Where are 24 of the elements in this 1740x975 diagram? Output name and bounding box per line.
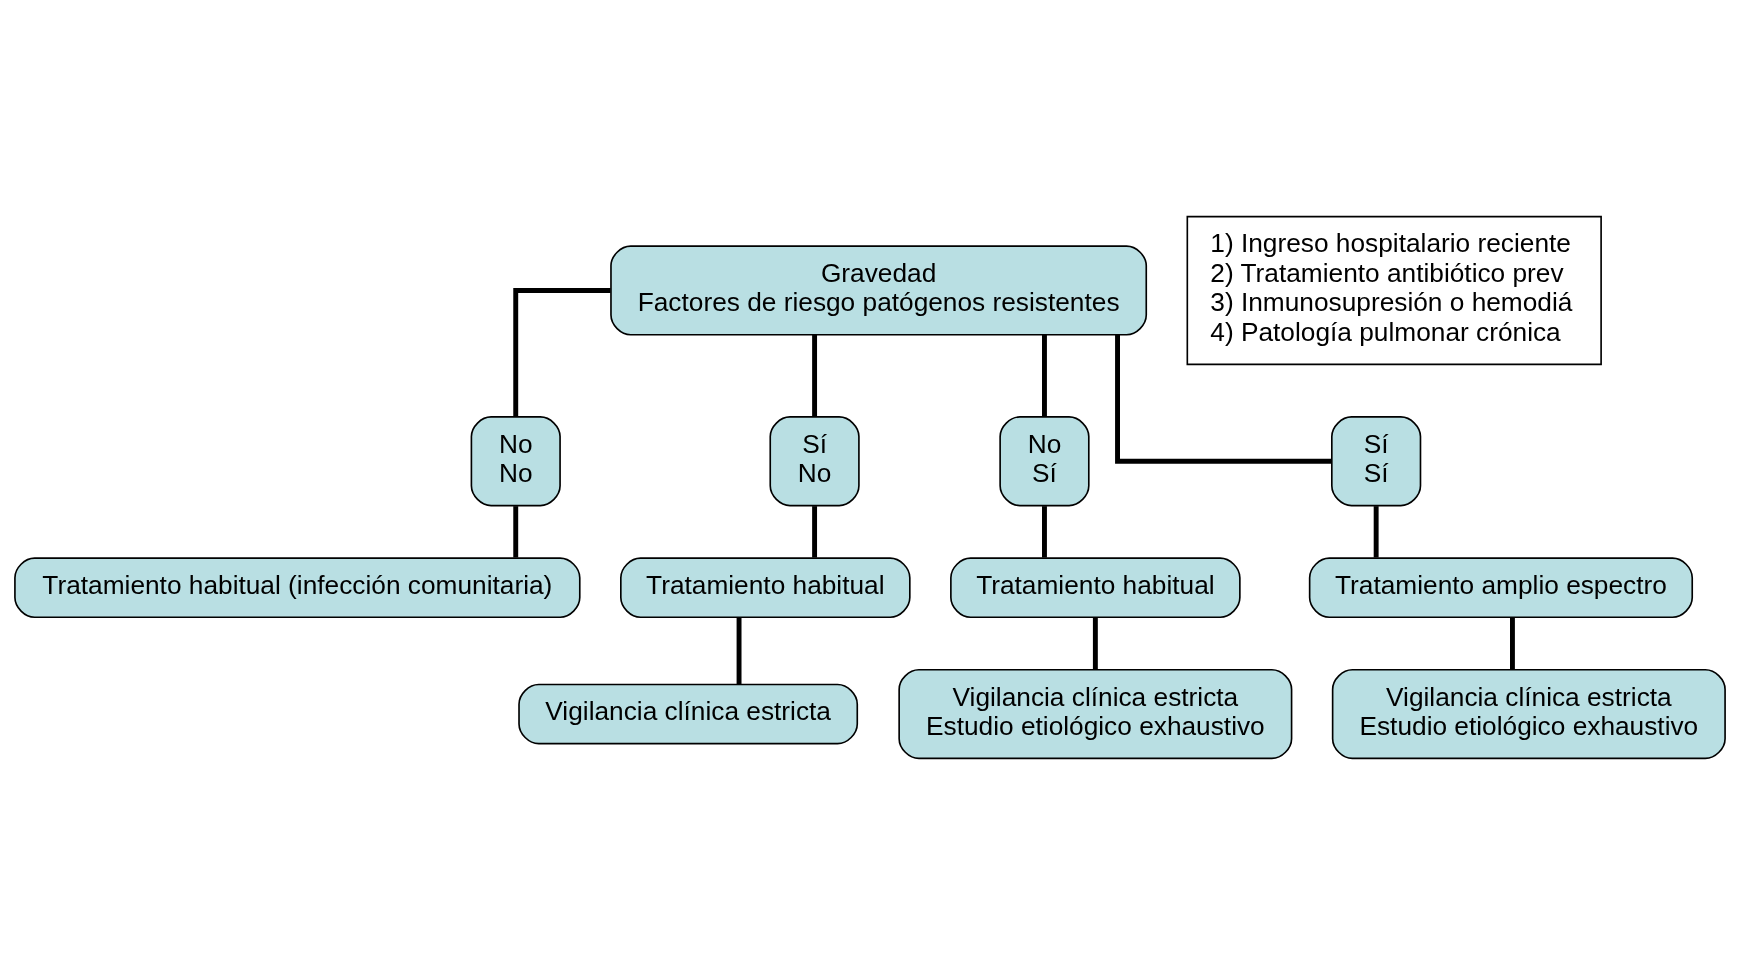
node-box: 1) Ingreso hospitalario reciente 2) Tratamiento antibiótico prev 3) Inmunosupresión o hemodiá 4) Patología pulmonar crónica bbox=[1186, 215, 1602, 366]
node-box: Tratamiento habitual (infección comunitaria) bbox=[14, 557, 581, 619]
node-box: Sí Sí bbox=[1331, 416, 1422, 507]
connector bbox=[513, 288, 611, 417]
connector bbox=[736, 617, 742, 685]
node-box: Tratamiento habitual bbox=[950, 557, 1241, 619]
node-box: Vigilancia clínica estricta Estudio etiológico exhaustivo bbox=[898, 668, 1293, 760]
connector bbox=[1092, 617, 1098, 670]
node-box: No Sí bbox=[999, 416, 1090, 507]
connector bbox=[1042, 506, 1047, 558]
node-box: Vigilancia clínica estricta Estudio etiológico exhaustivo bbox=[1331, 668, 1726, 760]
connector bbox=[812, 506, 818, 558]
connector bbox=[1115, 334, 1332, 464]
connector bbox=[513, 506, 519, 558]
connector bbox=[1042, 334, 1047, 417]
node-box: No No bbox=[470, 416, 561, 507]
node-box: Tratamiento amplio espectro bbox=[1308, 557, 1694, 619]
node-box: Gravedad Factores de riesgo patógenos resistentes bbox=[610, 245, 1148, 336]
node-box: Vigilancia clínica estricta bbox=[518, 683, 859, 745]
node-box: Sí No bbox=[769, 416, 860, 507]
connector bbox=[1509, 617, 1515, 670]
connector bbox=[1373, 506, 1379, 558]
connector bbox=[812, 334, 818, 417]
node-box: Tratamiento habitual bbox=[620, 557, 911, 619]
